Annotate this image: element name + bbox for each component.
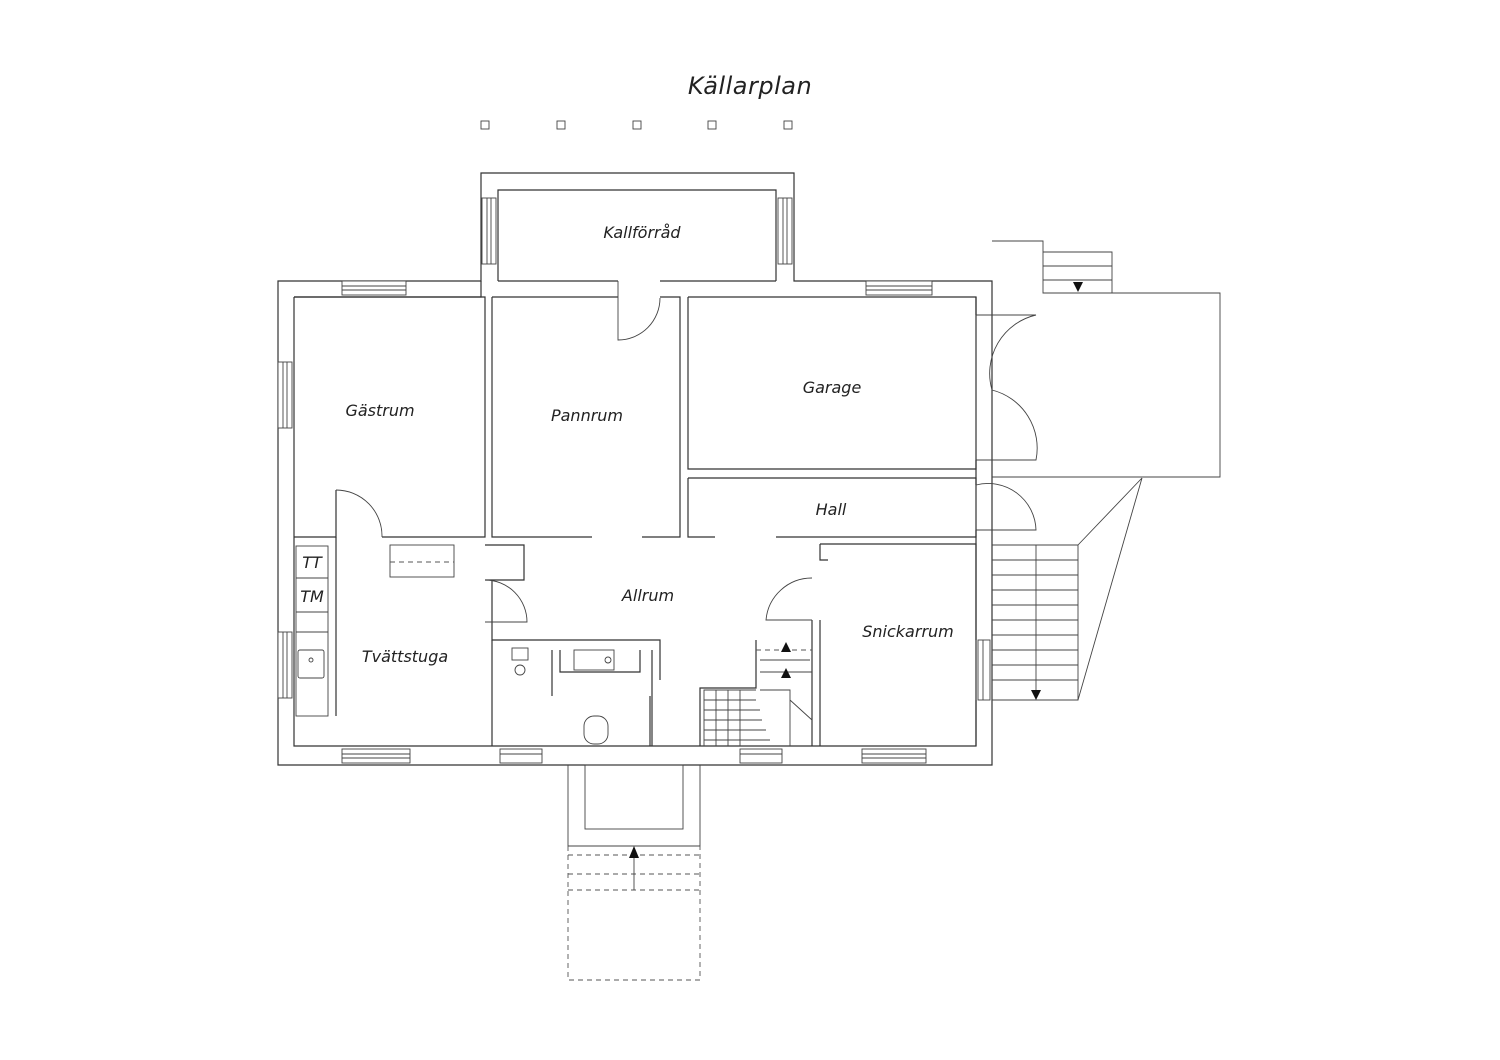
entrance-south (567, 764, 701, 981)
label-tm: TM (300, 587, 324, 606)
interior-walls (294, 296, 977, 746)
label-tvattstuga: Tvättstuga (362, 647, 448, 666)
label-garage: Garage (803, 378, 862, 397)
room-labels: Kallförråd Gästrum Pannrum Garage Hall A… (300, 223, 954, 666)
stair-north-east (992, 240, 1221, 478)
laundry-fittings (295, 544, 455, 717)
stair-east (992, 477, 1143, 701)
label-pannrum: Pannrum (551, 406, 623, 425)
column-markers (480, 120, 793, 130)
doors (335, 281, 1038, 623)
label-hall: Hall (816, 500, 847, 519)
label-kallforrad: Kallförråd (603, 223, 681, 242)
bathroom-fixtures (511, 647, 615, 745)
interior-stair (703, 642, 813, 746)
windows (277, 197, 991, 764)
plan-title: Källarplan (687, 72, 813, 100)
label-snickarrum: Snickarrum (862, 622, 954, 641)
label-gastrum: Gästrum (345, 401, 414, 420)
label-allrum: Allrum (621, 586, 674, 605)
label-tt: TT (302, 553, 323, 572)
